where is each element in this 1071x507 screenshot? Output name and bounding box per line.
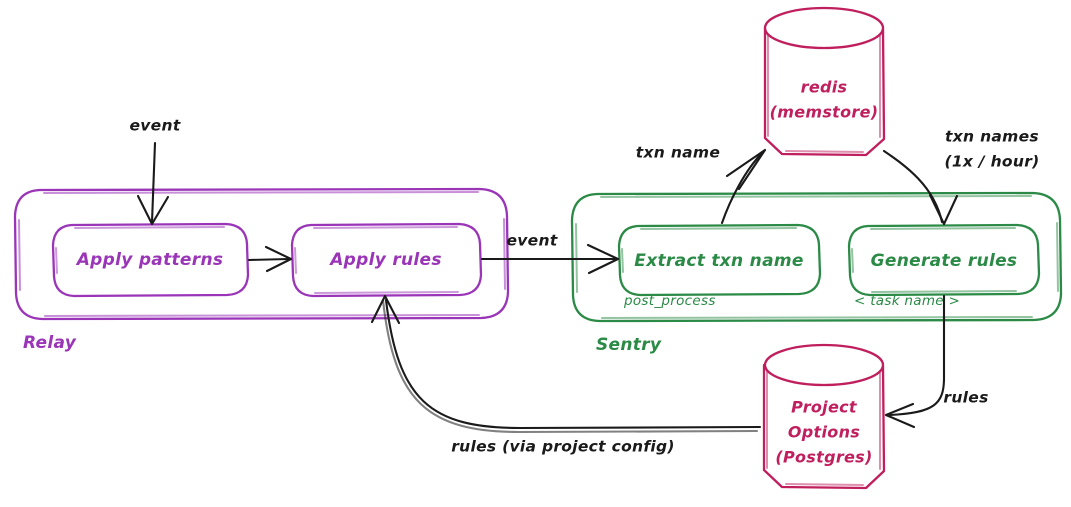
- edge-patterns-to-rules-line: [247, 257, 291, 262]
- datastore-project-options[interactable]: Project Options (Postgres): [762, 343, 886, 490]
- generate-rules-border: [847, 223, 1041, 297]
- edge-rules-to-postgres-arrowhead: [884, 402, 916, 429]
- edge-rules-config-line: [384, 298, 762, 430]
- edge-label-event-sentry: event: [506, 232, 557, 250]
- edge-event-into-relay: event: [129, 117, 181, 226]
- relay-container-border: [13, 187, 510, 321]
- extract-txn-name-sketch-overlay: [621, 227, 797, 273]
- redis-cylinder-body: [763, 26, 886, 157]
- edge-txn-name-to-redis-line: [720, 150, 765, 225]
- generate-rules-label: Generate rules: [871, 251, 1018, 271]
- edge-label-event-in: event: [129, 117, 180, 135]
- node-generate-rules[interactable]: Generate rules < task name >: [847, 223, 1041, 309]
- group-relay: Relay: [13, 187, 510, 353]
- edge-patterns-to-rules: [247, 245, 293, 273]
- redis-cylinder-top: [763, 6, 885, 50]
- redis-cylinder-sketch-overlay: [767, 34, 881, 153]
- edge-txn-name-to-redis-arrowhead: [725, 148, 767, 191]
- apply-patterns-label: Apply patterns: [75, 250, 224, 270]
- edge-rules-config-to-apply-rules: rules (via project config): [370, 294, 762, 456]
- edge-event-relay-to-sentry-arrowhead: [586, 243, 620, 275]
- apply-rules-border: [290, 222, 483, 298]
- group-label-relay: Relay: [23, 333, 77, 353]
- edge-event-into-relay-arrowhead: [136, 194, 170, 226]
- edge-rules-to-postgres: rules: [884, 294, 988, 429]
- edge-label-txn-names-line1: txn names: [945, 128, 1039, 146]
- postgres-label-line-2: Options: [788, 423, 860, 442]
- postgres-cylinder-body: [762, 363, 886, 490]
- edge-txn-names-arrowhead: [928, 193, 959, 226]
- edge-patterns-to-rules-arrowhead: [264, 245, 293, 273]
- generate-rules-sketch-overlay: [851, 227, 1017, 293]
- node-apply-rules[interactable]: Apply rules: [290, 222, 483, 298]
- node-apply-patterns[interactable]: Apply patterns: [51, 222, 250, 298]
- group-label-sentry: Sentry: [596, 335, 662, 355]
- edge-rules-to-postgres-line: [888, 294, 946, 417]
- postgres-label-line-1: Project: [791, 398, 858, 417]
- edge-label-txn-names-line2: (1x / hour): [944, 153, 1039, 171]
- apply-rules-label: Apply rules: [328, 250, 442, 270]
- edge-txn-name-to-redis: txn name: [636, 144, 767, 225]
- edge-label-txn-name: txn name: [636, 144, 720, 162]
- group-sentry: Sentry: [570, 191, 1063, 355]
- apply-patterns-border: [51, 222, 250, 298]
- extract-txn-name-border: [617, 223, 822, 297]
- edge-rules-config-line-sketch: [381, 298, 759, 434]
- extract-txn-name-sublabel: post_process: [623, 293, 716, 309]
- edge-txn-names-to-generate-rules: txn names (1x / hour): [882, 128, 1039, 226]
- edge-label-rules-config: rules (via project config): [451, 438, 675, 456]
- edge-event-into-relay-line: [150, 141, 157, 224]
- apply-patterns-sketch-overlay: [55, 226, 225, 274]
- edge-rules-config-arrowhead: [370, 294, 401, 325]
- node-extract-txn-name[interactable]: Extract txn name post_process: [617, 223, 822, 309]
- extract-txn-name-label: Extract txn name: [634, 251, 803, 271]
- postgres-label-line-3: (Postgres): [775, 448, 872, 467]
- generate-rules-sublabel: < task name >: [854, 293, 960, 309]
- postgres-cylinder-top: [763, 343, 885, 387]
- sentry-container-border: [570, 191, 1063, 323]
- apply-rules-sketch-overlay: [294, 226, 459, 294]
- postgres-cylinder-sketch-overlay: [766, 371, 881, 486]
- relay-container-sketch-overlay: [18, 191, 506, 317]
- edge-txn-names-line: [882, 149, 944, 224]
- edge-event-relay-to-sentry: event: [480, 232, 620, 275]
- datastore-redis[interactable]: redis (memstore): [763, 6, 886, 157]
- edge-label-rules: rules: [943, 389, 988, 407]
- redis-label-line-1: redis: [801, 78, 848, 97]
- redis-label-line-2: (memstore): [770, 103, 879, 122]
